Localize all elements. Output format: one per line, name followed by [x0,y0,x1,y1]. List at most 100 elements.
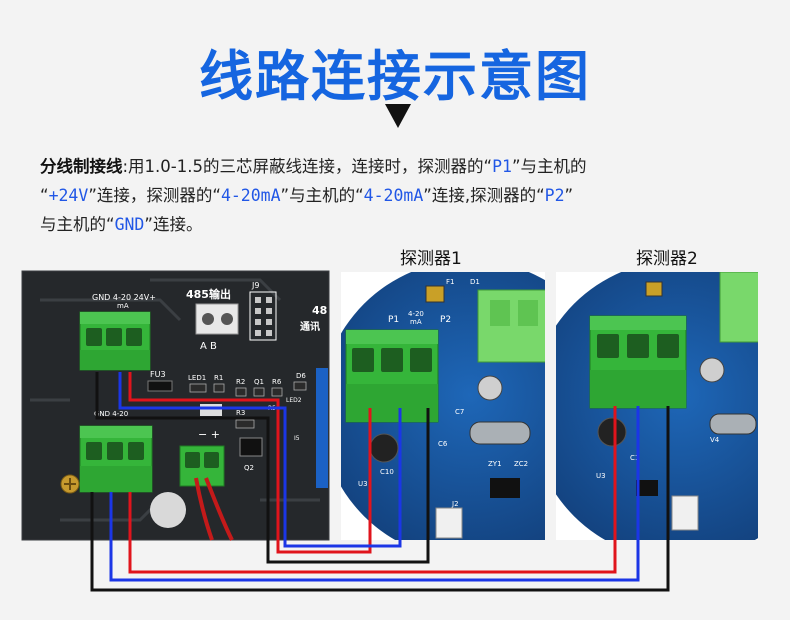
board-ma-label: mA [117,302,129,310]
wire-red-det2 [128,406,617,574]
detector1-pcb: P1 4-20 mA P2 F1 D1 C7 C10 C6 ZY1 [341,272,545,540]
quote-open: “ [40,186,49,205]
quote-close: ” [511,157,521,176]
d6-label: D6 [296,372,306,380]
led1-label: LED1 [188,374,206,382]
det1-p1-label: P1 [388,315,399,325]
r6-label: R6 [272,378,282,386]
wire-blue-main [118,372,287,540]
det2-capacitor [699,357,725,383]
desc-ma-1: 4-20mA [220,186,281,205]
det1-ma-bot: mA [410,318,422,326]
det1-zy1-label: ZY1 [488,460,502,468]
desc-24v: +24V [48,186,89,205]
q2-label: Q2 [244,464,254,472]
terminal-block-power[interactable] [179,445,225,487]
det1-terminal-block[interactable] [345,329,439,423]
det1-connector [435,507,463,539]
det1-p2-label: P2 [440,315,451,325]
desc-text-7: 连接。 [152,215,203,234]
led2-label: LED2 [286,397,302,404]
det2-u3-label: U3 [596,472,606,480]
r2-label: R2 [236,378,245,386]
quote-open: “ [536,186,545,205]
desc-text-4: 与主机的 [289,186,356,205]
det1-c10-label: C10 [380,468,394,476]
wire-blue-det2 [109,406,640,582]
det1-c7-label: C7 [455,408,464,416]
q1-label: Q1 [254,378,264,386]
polarity-label: − + [198,428,220,441]
quote-open: “ [483,157,493,176]
desc-ma-2: 4-20mA [363,186,424,205]
detector1-label: 探测器1 [400,249,462,269]
quote-open: “ [212,186,221,205]
rs485-label: 485输出 [186,287,231,301]
quote-open: “ [355,186,364,205]
desc-text-3: 连接，探测器的 [96,186,213,205]
det1-j2-label: J2 [451,500,459,508]
page-title: 线路连接示意图 [199,45,591,108]
quote-close: ” [280,186,290,205]
quote-open: “ [106,215,115,234]
det2-connector [671,495,699,531]
desc-text-5: 连接,探测器的 [431,186,537,205]
desc-p2: P2 [544,186,565,205]
desc-text-1: :用1.0-1.5的三芯屏蔽线连接，连接时，探测器的 [122,157,484,176]
wire-red-main [128,372,280,540]
j9-label: J9 [251,281,259,290]
com-label: 通讯 [300,320,320,333]
board-terminal-label: GND 4-20 24V+ [92,293,156,302]
wire-red-det1 [276,408,372,554]
det2-c1-label: C1 [630,454,639,462]
r1-label: R1 [214,374,223,382]
detector2-pcb: C1 U3 V4 [556,272,758,540]
desc-p1: P1 [492,157,512,176]
det1-terminal-side [477,289,545,363]
det2-v4-label: V4 [710,436,720,444]
det1-c6-label: C6 [438,440,448,448]
r3-label: R3 [236,409,245,417]
board-gnd-420-label: GND 4-20 [94,410,128,418]
i5-label: I5 [294,435,300,442]
det2-sensor [597,417,627,447]
det1-d1-label: D1 [470,278,480,286]
detector2-label: 探测器2 [636,249,698,269]
det1-capacitor [477,375,503,401]
quote-close: ” [88,186,97,205]
wire-black-det1 [266,408,430,564]
det1-f1-label: F1 [446,278,454,286]
det1-ma-top: 4-20 [408,310,424,318]
mount-hole [150,492,186,528]
det2-terminal-block[interactable] [589,315,687,409]
det2-terminal-side [719,272,758,343]
fu3-label: FU3 [150,370,166,379]
quote-close: ” [423,186,432,205]
desc-text-2: 与主机的 [520,157,587,176]
quote-close: ” [564,186,574,205]
desc-lead: 分线制接线 [40,157,123,176]
det1-crystal [469,421,531,445]
wire-blue-det1 [283,408,402,548]
num48-label: 48 [312,304,327,317]
down-arrow-icon [385,104,411,128]
desc-gnd: GND [114,215,145,234]
terminal-block-main[interactable] [79,311,151,371]
wire-black-main [95,372,270,540]
terminal-block-secondary[interactable] [79,425,153,493]
det1-chip [490,478,520,498]
rs485-terminal[interactable] [195,303,239,335]
det1-sensor [369,433,399,463]
desc-text-6: 与主机的 [40,215,106,234]
det1-zc2-label: ZC2 [514,460,528,468]
controller-board: GND 4-20 24V+ mA 485输出 A B J9 [21,270,330,541]
wires [90,372,670,592]
quote-close: ” [144,215,153,234]
det2-chip [636,480,658,496]
wiring-description: 分线制接线:用1.0-1.5的三芯屏蔽线连接，连接时，探测器的“P1”与主机的 … [40,152,760,239]
wire-black-det2 [90,406,670,592]
det1-u3-label: U3 [358,480,368,488]
ab-label: A B [200,341,217,352]
det2-crystal [709,413,757,435]
